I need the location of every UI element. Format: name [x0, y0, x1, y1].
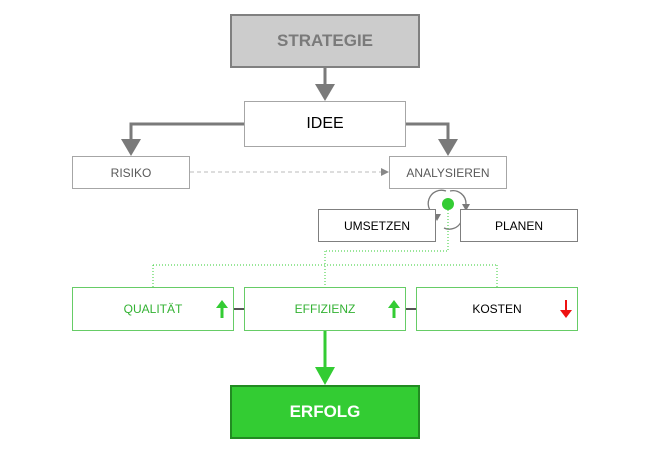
costs-box: KOSTEN — [416, 287, 578, 331]
arrow-down-icon — [560, 300, 572, 318]
analyze-label: ANALYSIEREN — [406, 165, 490, 180]
connector-efficiency-success — [315, 331, 335, 385]
plan-label: PLANEN — [494, 218, 544, 233]
costs-label: KOSTEN — [472, 302, 522, 316]
quality-label: QUALITÄT — [123, 302, 183, 316]
risk-box: RISIKO — [72, 156, 190, 189]
strategy-label: STRATEGIE — [276, 31, 374, 50]
analyze-box: ANALYSIEREN — [389, 156, 507, 189]
dotted-distribution-lines — [152, 210, 498, 287]
connector-idea-analyze — [406, 122, 458, 156]
strategy-box: STRATEGIE — [230, 14, 420, 68]
idea-label: IDEE — [306, 115, 344, 132]
quality-box: QUALITÄT — [72, 287, 234, 331]
implement-label: UMSETZEN — [344, 218, 410, 233]
success-box: ERFOLG — [230, 385, 420, 439]
connector-strategy-idea — [315, 68, 335, 101]
connector-idea-risk — [121, 122, 244, 156]
status-dot-icon — [442, 198, 454, 210]
arrow-up-icon — [388, 300, 400, 318]
success-label: ERFOLG — [289, 402, 361, 421]
risk-label: RISIKO — [110, 165, 152, 180]
efficiency-label: EFFIZIENZ — [294, 302, 356, 316]
connector-risk-analyze — [190, 168, 389, 176]
idea-box: IDEE — [244, 101, 406, 147]
arrow-up-icon — [216, 300, 228, 318]
implement-box: UMSETZEN — [318, 209, 436, 242]
efficiency-box: EFFIZIENZ — [244, 287, 406, 331]
plan-box: PLANEN — [460, 209, 578, 242]
